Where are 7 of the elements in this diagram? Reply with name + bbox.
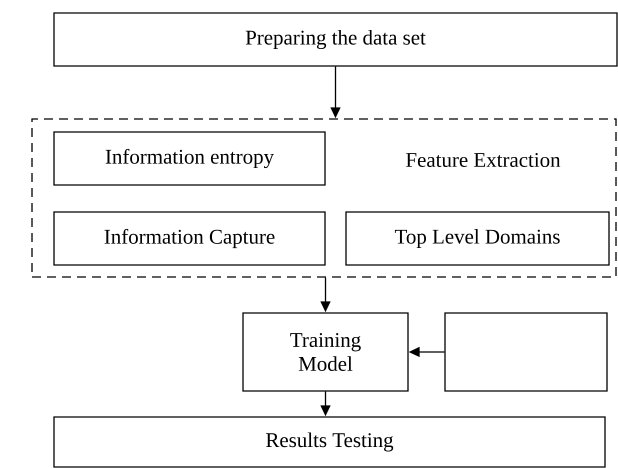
process-box: Results Testing xyxy=(53,416,606,468)
empty-box xyxy=(444,312,608,392)
process-box: Information entropy xyxy=(53,131,326,186)
process-box: Top Level Domains xyxy=(345,211,610,266)
process-box: Training Model xyxy=(242,312,409,392)
process-box: Preparing the data set xyxy=(53,12,618,67)
process-box: Information Capture xyxy=(53,211,326,266)
